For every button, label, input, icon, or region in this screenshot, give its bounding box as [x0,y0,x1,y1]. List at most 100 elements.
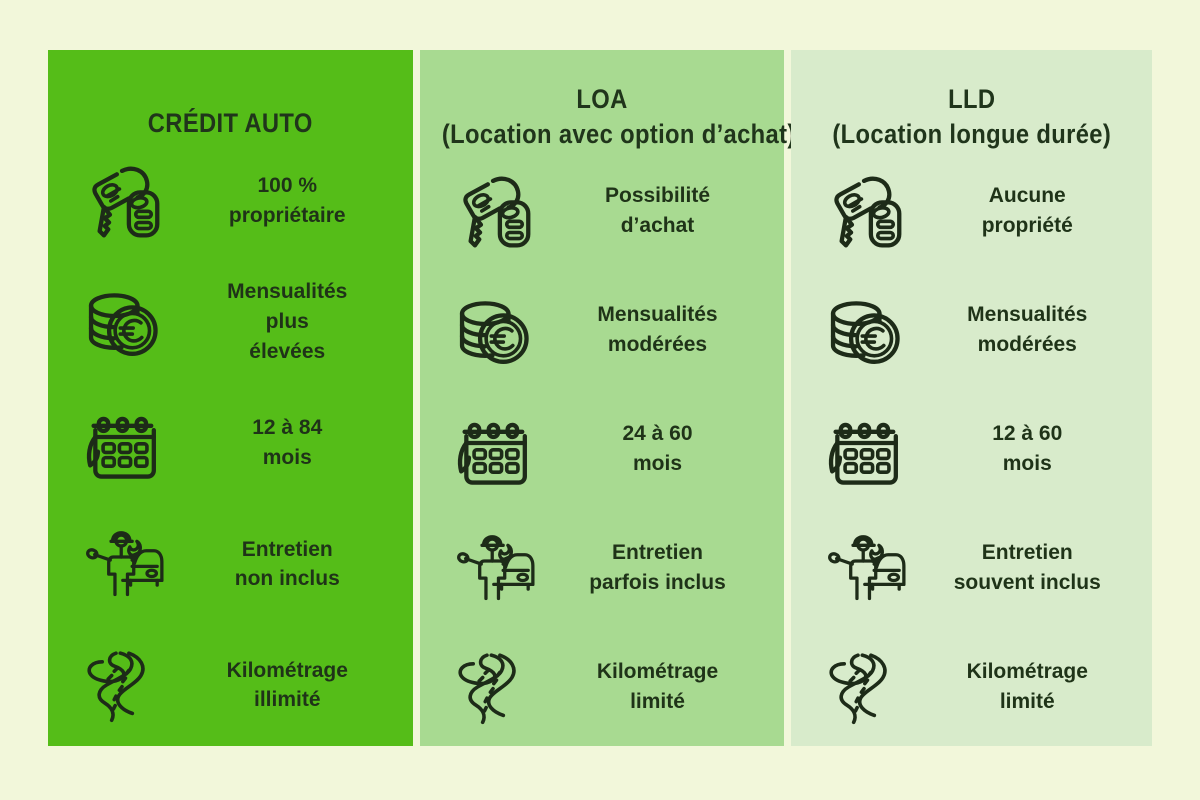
winding-road-icon [87,651,145,723]
column-header-credit-auto: CRÉDIT AUTO [70,50,391,141]
feature-row: Mensualités plus élevées [62,262,399,383]
feature-text-line: Mensualités [227,280,348,304]
feature-icon-cell [434,644,552,730]
column-title: LLD [947,84,995,114]
feature-text-line: Kilométrage [596,659,719,683]
feature-row: Entretien parfois inclus [434,508,770,627]
feature-text-line: propriétaire [228,204,346,228]
mechanic-wrench-car-icon [827,534,906,600]
feature-text-line: Aucune [988,183,1066,207]
feature-text-line: propriété [981,213,1073,237]
feature-text: Kilométrage limité [923,657,1139,717]
column-header-lld: LLD (Location longue durée) [812,50,1130,151]
winding-road-icon [457,652,516,724]
feature-rows: 100 % propriétaire Mensualités plus élevées… [48,141,413,746]
feature-row: Kilométrage limité [434,627,770,746]
feature-text: Aucune propriété [923,181,1139,241]
comparison-board: CRÉDIT AUTO 100 % propriétaire Mensualité… [48,50,1152,746]
feature-rows: Possibilité d’achat Mensualités modérées 2… [420,151,784,746]
mechanic-wrench-car-icon [456,534,535,600]
feature-text: Mensualités modérées [552,300,770,360]
feature-icon-cell [62,642,182,728]
feature-row: 12 à 60 mois [805,389,1139,508]
column-credit-auto: CRÉDIT AUTO 100 % propriétaire Mensualité… [48,50,413,746]
feature-rows: Aucune propriété Mensualités modérées 12 à… [791,151,1153,746]
feature-icon-cell [62,521,182,607]
feature-text-line: 24 à 60 [622,421,693,445]
feature-text: 100 % propriétaire [182,171,399,231]
feature-icon-cell [805,644,923,730]
feature-text: Mensualités plus élevées [182,277,399,366]
feature-text-line: modérées [607,332,708,356]
feature-text: Entretien souvent inclus [923,538,1139,598]
feature-text: Entretien parfois inclus [552,538,770,598]
feature-text-line: souvent inclus [953,570,1101,594]
feature-text: Kilométrage limité [552,657,770,717]
feature-text-line: mois [632,451,682,475]
feature-text-line: limité [630,689,685,713]
feature-row: Kilométrage illimité [62,625,399,746]
feature-text-line: plus [265,310,309,334]
feature-icon-cell [805,406,923,492]
euro-coins-icon [459,300,529,364]
feature-text-line: Mensualités [967,302,1088,326]
feature-icon-cell [62,279,182,365]
feature-row: Aucune propriété [805,151,1139,270]
feature-icon-cell [434,406,552,492]
feature-text-line: Entretien [611,540,703,564]
feature-text-line: d’achat [620,213,695,237]
column-subtitle: (Location avec option d’achat) [441,118,796,149]
column-title: CRÉDIT AUTO [147,108,313,138]
feature-row: Mensualités modérées [805,270,1139,389]
column-subtitle: (Location longue durée) [831,118,1111,149]
feature-text-line: 12 à 60 [992,421,1063,445]
column-header-loa: LOA (Location avec option d’achat) [441,50,796,151]
feature-text-line: modérées [977,332,1077,356]
column-lld: LLD (Location longue durée) Aucune proprié… [790,50,1153,746]
feature-text-line: parfois inclus [589,570,726,594]
feature-text-line: 100 % [257,174,318,198]
feature-text: 12 à 84 mois [182,413,399,473]
feature-icon-cell [62,400,182,486]
feature-icon-cell [434,525,552,611]
feature-text-line: limité [999,689,1055,713]
feature-row: 100 % propriétaire [62,141,399,262]
feature-text-line: mois [262,446,312,470]
feature-icon-cell [62,158,182,244]
feature-icon-cell [805,168,923,254]
euro-coins-icon [830,300,900,364]
feature-icon-cell [434,287,552,373]
feature-text: 12 à 60 mois [923,419,1139,479]
feature-text: Possibilité d’achat [552,181,770,241]
feature-icon-cell [805,287,923,373]
feature-text-line: élevées [249,340,326,364]
feature-text-line: Entretien [981,540,1073,564]
column-title: LOA [575,84,628,114]
feature-text-line: Possibilité [604,183,711,207]
calendar-icon [457,422,527,485]
feature-row: Kilométrage limité [805,627,1139,746]
calendar-icon [828,422,898,485]
winding-road-icon [828,652,887,724]
feature-text-line: mois [1002,451,1052,475]
mechanic-wrench-car-icon [86,531,164,597]
feature-text-line: Kilométrage [966,659,1088,683]
feature-text-line: Kilométrage [226,658,348,682]
feature-text: Kilométrage illimité [182,656,399,716]
euro-coins-icon [88,293,158,357]
feature-text-line: illimité [253,688,321,712]
car-keys-icon [462,176,530,248]
feature-row: Mensualités modérées [434,270,770,389]
feature-text-line: Mensualités [597,302,718,326]
calendar-icon [86,417,156,479]
feature-text: 24 à 60 mois [552,419,770,479]
feature-text-line: non inclus [234,567,340,591]
feature-row: Entretien souvent inclus [805,508,1139,627]
feature-text-line: 12 à 84 [252,416,323,440]
column-loa: LOA (Location avec option d’achat) Possib… [419,50,796,746]
feature-icon-cell [805,525,923,611]
feature-row: 12 à 84 mois [62,383,399,504]
car-keys-icon [833,176,901,248]
